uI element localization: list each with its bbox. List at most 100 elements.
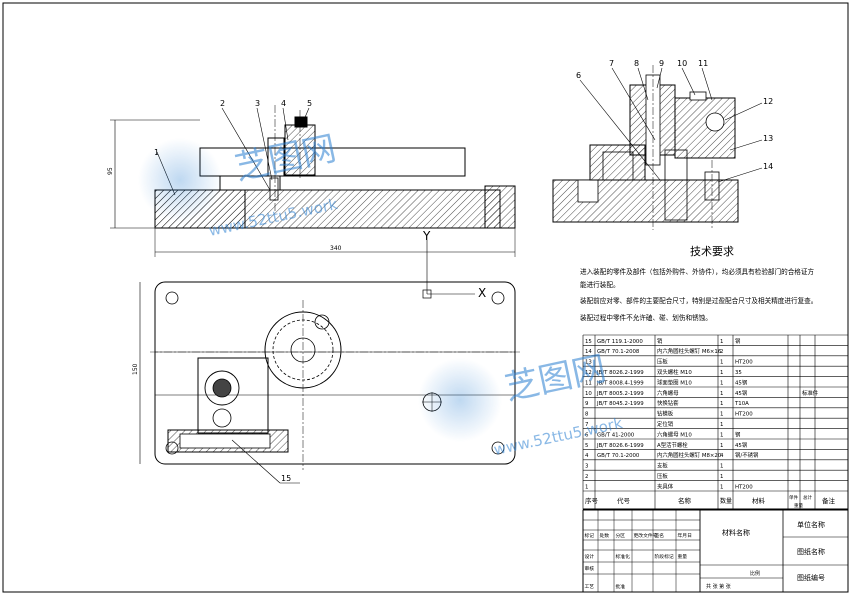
balloon-14: 14 — [763, 162, 773, 171]
title-company-label: 单位名称 — [797, 520, 825, 529]
bom-cell-no: 9 — [585, 401, 589, 407]
balloon-4: 4 — [281, 99, 286, 108]
balloon-13: 13 — [763, 134, 773, 143]
title-rev-cell: 阶段标记 — [655, 553, 674, 560]
bom-cell-code: GB/T 119.1-2000 — [597, 339, 643, 345]
bom-cell-no: 13 — [585, 360, 592, 366]
bom-cell-name: 快换钻套 — [657, 399, 679, 407]
tech-requirements-title: 技术要求 — [690, 245, 734, 258]
bom-cell-code: GB/T 41-2000 — [597, 432, 635, 438]
title-rev-cell: 分区 — [616, 532, 626, 539]
bom-cell-no: 2 — [585, 474, 588, 480]
bom-cell-no: 4 — [585, 453, 589, 459]
dim-length: 340 — [330, 245, 342, 252]
bom-cell-no: 5 — [585, 443, 588, 449]
bom-cell-material: 钢/不锈钢 — [735, 451, 758, 459]
watermark-brand-2: 芝图网 — [502, 348, 610, 408]
bom-cell-qty: 1 — [720, 360, 723, 366]
bom-cell-name: 定位销 — [657, 420, 674, 428]
balloon-2: 2 — [220, 99, 225, 108]
bom-cell-material: 钢 — [735, 337, 740, 345]
bom-cell-qty: 1 — [720, 370, 723, 376]
bom-cell-material: 35 — [735, 370, 742, 376]
title-rev-cell: 处数 — [600, 532, 610, 539]
bom-cell-name: 六角螺母 M10 — [657, 430, 692, 438]
bom-cell-material: 钢 — [735, 430, 740, 438]
title-drawing-name-label: 图纸名称 — [797, 547, 825, 556]
bom-cell-material: 45钢 — [735, 389, 747, 397]
title-block: 材料名称 单位名称 图纸名称 图纸编号 比例 共 张 第 张 标记处数分区更改文… — [582, 509, 849, 593]
bom-header-unit-weight: 单件 — [789, 494, 798, 501]
bom-cell-code: JB/T 8008.4-1999 — [596, 380, 644, 386]
bom-cell-material: 45钢 — [735, 378, 747, 386]
title-rev-cell: 签名 — [655, 532, 665, 539]
side-view — [552, 65, 763, 230]
balloon-15: 15 — [281, 474, 291, 483]
bom-header-total-weight: 总计 — [803, 494, 812, 501]
bom-cell-qty: 1 — [720, 422, 723, 428]
bom-cell-name: 销 — [657, 337, 663, 345]
bom-cell-name: 内六角圆柱头螺钉 M6×16 — [657, 347, 722, 355]
bom-cell-no: 7 — [585, 422, 588, 428]
bom-cell-name: 压板 — [657, 358, 668, 366]
bom-cell-code: GB/T 70.1-2008 — [597, 349, 640, 355]
watermark-2: 芝图网 www.52ttu5.work — [418, 348, 624, 459]
bom-cell-no: 14 — [585, 349, 592, 355]
bom-cell-qty: 1 — [720, 443, 723, 449]
title-scale-label: 比例 — [750, 570, 760, 577]
bom-cell-qty: 1 — [720, 380, 723, 386]
bom-cell-qty: 1 — [720, 474, 723, 480]
bom-cell-code: JB/T 8005.2-1999 — [596, 391, 644, 397]
tech-line-3: 装配前应对零、部件的主要配合尺寸，特别是过盈配合尺寸及相关精度进行复查。 — [580, 296, 817, 305]
dim-height: 95 — [107, 167, 114, 175]
tech-requirements: 技术要求 进入装配的零件及部件（包括外购件、外协件），均必须具有检验部门的合格证… — [580, 245, 817, 322]
title-rev-cell: 标准化 — [616, 553, 631, 560]
dim-width: 150 — [132, 363, 139, 375]
top-view: 150 Y X — [132, 229, 520, 484]
bom-cell-no: 1 — [585, 484, 588, 490]
bom-cell-material: T10A — [734, 401, 749, 407]
bom-header-remark: 备注 — [822, 496, 836, 505]
balloon-5: 5 — [307, 99, 312, 108]
title-rev-cell: 重量 — [678, 553, 688, 560]
bom-cell-no: 10 — [585, 391, 592, 397]
title-rev-cell: 设计 — [585, 553, 595, 560]
balloon-10: 10 — [677, 59, 687, 68]
bom-header-code: 代号 — [617, 496, 631, 505]
bom-cell-no: 8 — [585, 412, 589, 418]
bom-cell-name: 双头螺柱 M10 — [657, 368, 692, 376]
title-rev-cell: 标记 — [585, 532, 595, 539]
bom-cell-no: 15 — [585, 339, 592, 345]
balloon-6: 6 — [576, 71, 581, 80]
bom-cell-qty: 1 — [720, 464, 723, 470]
title-rev-cell: 更改文件号 — [634, 532, 658, 539]
bom-cell-material: HT200 — [735, 412, 753, 418]
bom-cell-code: JB/T 8026.2-1999 — [596, 370, 644, 376]
title-material-label: 材料名称 — [722, 528, 750, 537]
bom-header-weight: 重量 — [794, 502, 803, 509]
bom-cell-material: HT200 — [735, 360, 753, 366]
title-rev-cell: 审核 — [585, 565, 595, 572]
bom-cell-no: 11 — [585, 380, 592, 386]
bom-header-qty: 数量 — [720, 497, 732, 505]
balloon-3: 3 — [255, 99, 260, 108]
title-rev-cell: 年月日 — [678, 532, 692, 539]
balloon-8: 8 — [634, 59, 639, 68]
bom-cell-qty: 4 — [720, 453, 724, 459]
bom-header-material: 材料 — [752, 496, 766, 505]
bom-cell-qty: 1 — [720, 401, 723, 407]
bom-cell-remark: 标准件 — [802, 389, 819, 397]
bom-cell-qty: 1 — [720, 391, 723, 397]
tech-line-1: 进入装配的零件及部件（包括外购件、外协件），均必须具有检验部门的合格证方 — [580, 267, 814, 276]
bom-cell-name: 球面垫圈 M10 — [657, 378, 692, 386]
bom-cell-material: 45钢 — [735, 441, 747, 449]
bom-cell-no: 6 — [585, 432, 589, 438]
bom-cell-no: 12 — [585, 370, 592, 376]
title-sheet-label: 共 张 第 张 — [706, 583, 731, 590]
bom-cell-qty: 1 — [720, 339, 723, 345]
bom-cell-name: 支板 — [657, 462, 668, 470]
bom-cell-code: JB/T 8045.2-1999 — [596, 401, 644, 407]
